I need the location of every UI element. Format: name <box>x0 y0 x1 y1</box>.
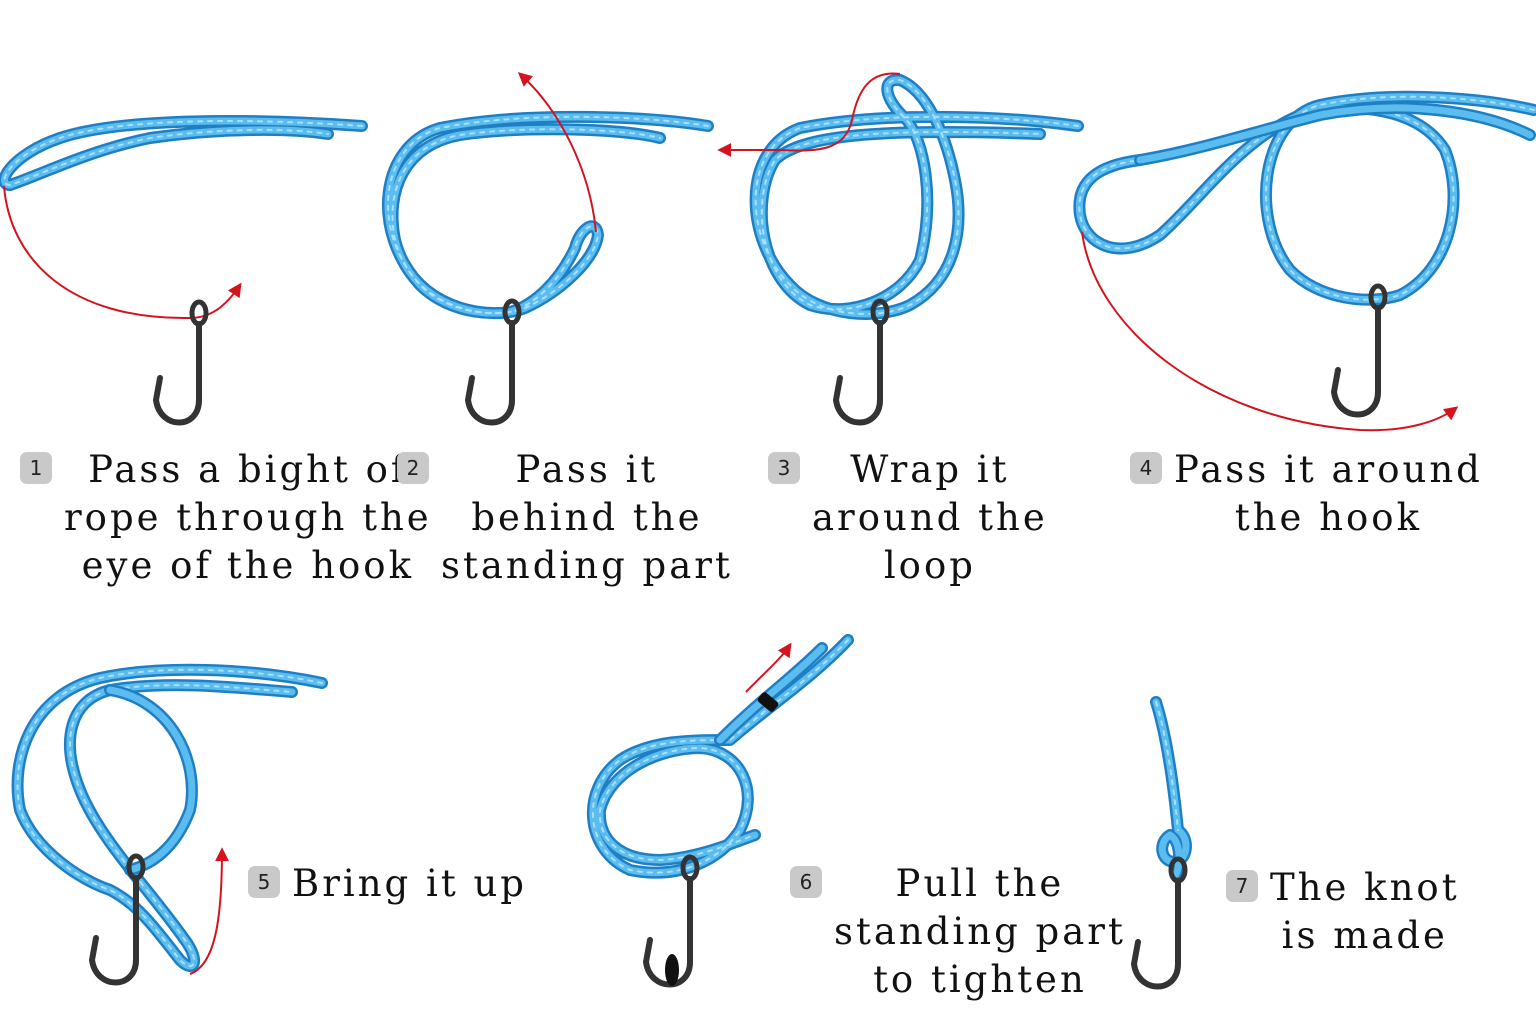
step-7: 7 The knot is made <box>1226 864 1460 960</box>
step-caption: Wrap it around the loop <box>812 448 1048 587</box>
step-6: 6 Pull the standing part to tighten <box>790 860 1126 1004</box>
step-1-illustration <box>0 115 368 426</box>
step-3-illustration <box>717 72 1084 426</box>
step-number-badge: 3 <box>768 452 800 484</box>
step-2: 2 Pass it behind the standing part <box>397 446 733 590</box>
step-4-illustration <box>1073 90 1536 432</box>
step-number-badge: 1 <box>20 452 52 484</box>
hook-icon <box>1131 878 1181 990</box>
step-number-badge: 7 <box>1226 870 1258 902</box>
step-number-badge: 2 <box>397 452 429 484</box>
step-caption: Bring it up <box>292 862 527 905</box>
step-1: 1 Pass a bight of rope through the eye o… <box>20 446 432 590</box>
step-7-illustration <box>1131 696 1192 990</box>
hook-icon <box>465 320 515 426</box>
step-5-illustration <box>11 663 328 986</box>
step-3: 3 Wrap it around the loop <box>768 446 1048 590</box>
hook-eye-icon <box>189 299 209 327</box>
step-number-badge: 6 <box>790 866 822 898</box>
step-4: 4 Pass it around the hook <box>1130 446 1483 542</box>
hook-icon <box>1331 305 1381 418</box>
step-caption: Pull the standing part to tighten <box>834 862 1126 1001</box>
hook-icon <box>89 875 139 986</box>
step-number-badge: 5 <box>248 866 280 898</box>
hook-icon <box>153 321 202 426</box>
step-caption: Pass it around the hook <box>1174 448 1483 539</box>
hook-icon <box>833 320 883 426</box>
step-2-illustration <box>382 72 714 426</box>
weight-icon <box>665 954 679 986</box>
step-caption: The knot is made <box>1270 866 1460 957</box>
step-number-badge: 4 <box>1130 452 1162 484</box>
step-6-illustration <box>586 634 854 988</box>
step-caption: Pass a bight of rope through the eye of … <box>64 448 432 587</box>
step-5: 5 Bring it up <box>248 860 527 908</box>
step-caption: Pass it behind the standing part <box>441 448 733 587</box>
